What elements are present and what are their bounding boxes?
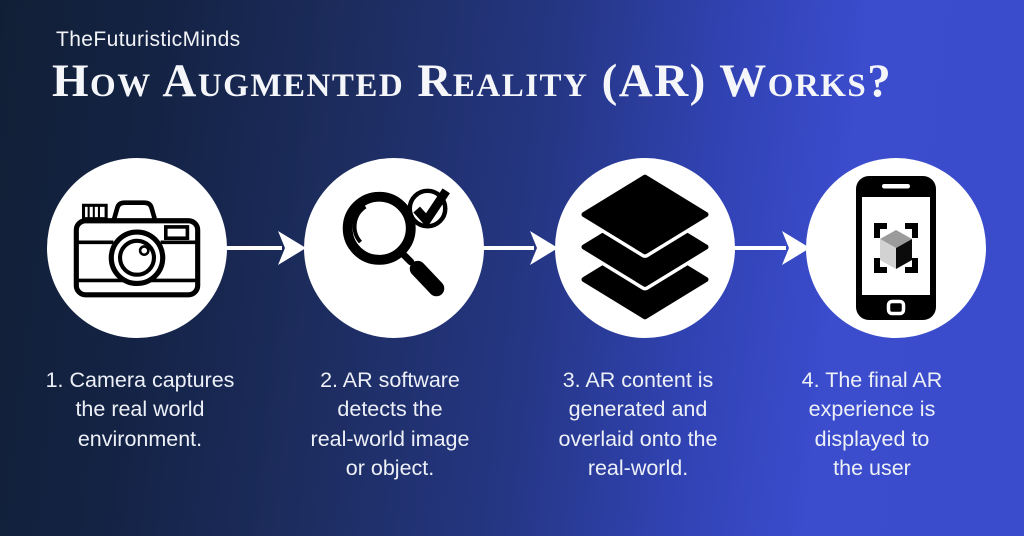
step-3-description: 3. AR content is generated and overlaid … [558,368,718,481]
magnifier-check-icon [325,179,463,317]
flow-arrow-3 [730,226,810,270]
step-4-description: 4. The final AR experience is displayed … [801,368,943,481]
layers-icon [581,173,709,323]
smartphone-ar-cube-icon [851,173,941,323]
brand-label: TheFuturisticMinds [56,28,241,51]
page-title: How Augmented Reality (AR) Works? [52,55,893,107]
camera-icon [70,194,204,302]
step-circle-3 [555,158,735,338]
flow-arrow-1 [226,226,306,270]
step-circle-1 [47,158,227,338]
step-1-description: 1. Camera captures the real world enviro… [45,368,235,451]
step-circle-2 [304,158,484,338]
step-circle-4 [806,158,986,338]
flow-arrow-2 [478,226,558,270]
step-2-description: 2. AR software detects the real-world im… [310,368,470,481]
